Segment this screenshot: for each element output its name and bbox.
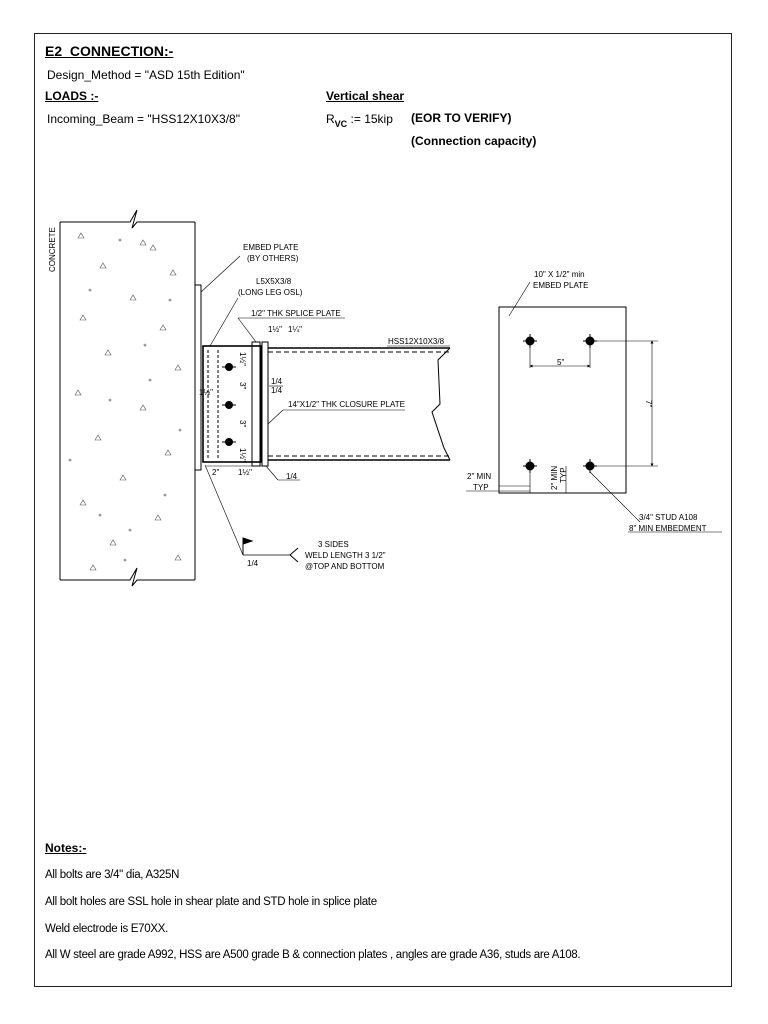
notes-heading: Notes:- bbox=[45, 841, 87, 855]
dim-one-half-top: 1½" bbox=[238, 352, 247, 366]
angle-label: L5X5X3/8 bbox=[256, 277, 292, 286]
capacity-note: (Connection capacity) bbox=[411, 134, 537, 148]
splice-leader bbox=[237, 317, 257, 343]
embed-plate-label: EMBED PLATE bbox=[243, 243, 298, 252]
note-item: All bolt holes are SSL hole in shear pla… bbox=[45, 896, 377, 908]
weld-length-label: WELD LENGTH 3 1/2" bbox=[305, 551, 386, 560]
dim-one-quarter-splice: 1¼" bbox=[288, 325, 302, 334]
angle-assembly bbox=[202, 341, 269, 467]
note-item: All bolts are 3/4" dia, A325N bbox=[45, 869, 180, 881]
connection-title: E2_CONNECTION:- bbox=[45, 43, 174, 59]
design-method: Design_Method = "ASD 15th Edition" bbox=[47, 68, 245, 82]
embed-plate-detail bbox=[498, 306, 627, 494]
embed-plate-leader bbox=[200, 255, 241, 293]
weld-quarter-c: 1/4 bbox=[286, 472, 298, 481]
weld-quarter-a: 1/4 bbox=[271, 377, 283, 386]
dim-three-bottom: 3" bbox=[238, 420, 247, 427]
weld-leader-bottom bbox=[265, 465, 279, 481]
weld-quarter-flag: 1/4 bbox=[247, 559, 259, 568]
weld-quarter-b: 1/4 bbox=[271, 386, 283, 395]
embed-right-leader bbox=[508, 281, 531, 317]
calculation-sheet bbox=[34, 33, 732, 987]
dim-seven: 7" bbox=[644, 400, 653, 407]
bolt-group bbox=[222, 363, 236, 446]
weld-sides-label: 3 SIDES bbox=[318, 540, 349, 549]
dim-one-half-left: 1½" bbox=[199, 388, 213, 397]
stud-label: 3/4" STUD A108 bbox=[639, 513, 698, 522]
rvc-equation: RVC := 15kip bbox=[326, 112, 393, 129]
two-min-left: 2" MIN bbox=[467, 472, 491, 481]
note-item: All W steel are grade A992, HSS are A500… bbox=[45, 949, 581, 961]
rvc-subscript: VC bbox=[334, 119, 348, 129]
vertical-shear-label: Vertical shear bbox=[326, 89, 405, 103]
dim-five: 5" bbox=[557, 358, 564, 367]
two-min-vertical: 2" MIN bbox=[550, 466, 559, 490]
embed-plate bbox=[194, 284, 202, 471]
hss-label: HSS12X10X3/8 bbox=[388, 337, 445, 346]
embed-size-label: 10" X 1/2" min bbox=[534, 270, 585, 279]
dim-three-top: 3" bbox=[238, 382, 247, 389]
note-item: Weld electrode is E70XX. bbox=[45, 923, 168, 935]
typ-left: TYP bbox=[473, 483, 489, 492]
typ-vertical: TYP bbox=[559, 467, 568, 483]
eor-note: (EOR TO VERIFY) bbox=[411, 111, 512, 125]
dim-one-half-bottom: 1½" bbox=[238, 448, 247, 462]
dim-one-half-bottom-row: 1½" bbox=[238, 468, 252, 477]
closure-plate-label: 14"X1/2" THK CLOSURE PLATE bbox=[288, 400, 405, 409]
dim-two-edge: 2" bbox=[212, 468, 219, 477]
rvc-symbol: R bbox=[326, 112, 335, 126]
dim-one-half-splice: 1½" bbox=[268, 325, 282, 334]
concrete-label: CONCRETE bbox=[48, 227, 57, 272]
embed-dims bbox=[466, 340, 722, 533]
closure-leader bbox=[267, 409, 284, 425]
loads-label: LOADS :- bbox=[45, 89, 99, 103]
by-others-label: (BY OTHERS) bbox=[247, 254, 299, 263]
concrete-wall bbox=[59, 209, 196, 587]
hss-beam bbox=[268, 347, 451, 461]
rvc-value: := 15kip bbox=[350, 112, 393, 126]
concrete-hatch bbox=[68, 232, 182, 571]
weld-flag-symbol bbox=[204, 464, 299, 563]
splice-plate-label: 1/2" THK SPLICE PLATE bbox=[251, 309, 341, 318]
angle-leader bbox=[209, 297, 239, 347]
weld-location-label: @TOP AND BOTTOM bbox=[305, 562, 385, 571]
embedment-label: 8" MIN EMBEDMENT bbox=[629, 524, 707, 533]
stud-group bbox=[523, 334, 597, 473]
incoming-beam: Incoming_Beam = "HSS12X10X3/8" bbox=[47, 112, 240, 126]
embed-right-label: EMBED PLATE bbox=[533, 281, 588, 290]
long-leg-label: (LONG LEG OSL) bbox=[238, 288, 303, 297]
